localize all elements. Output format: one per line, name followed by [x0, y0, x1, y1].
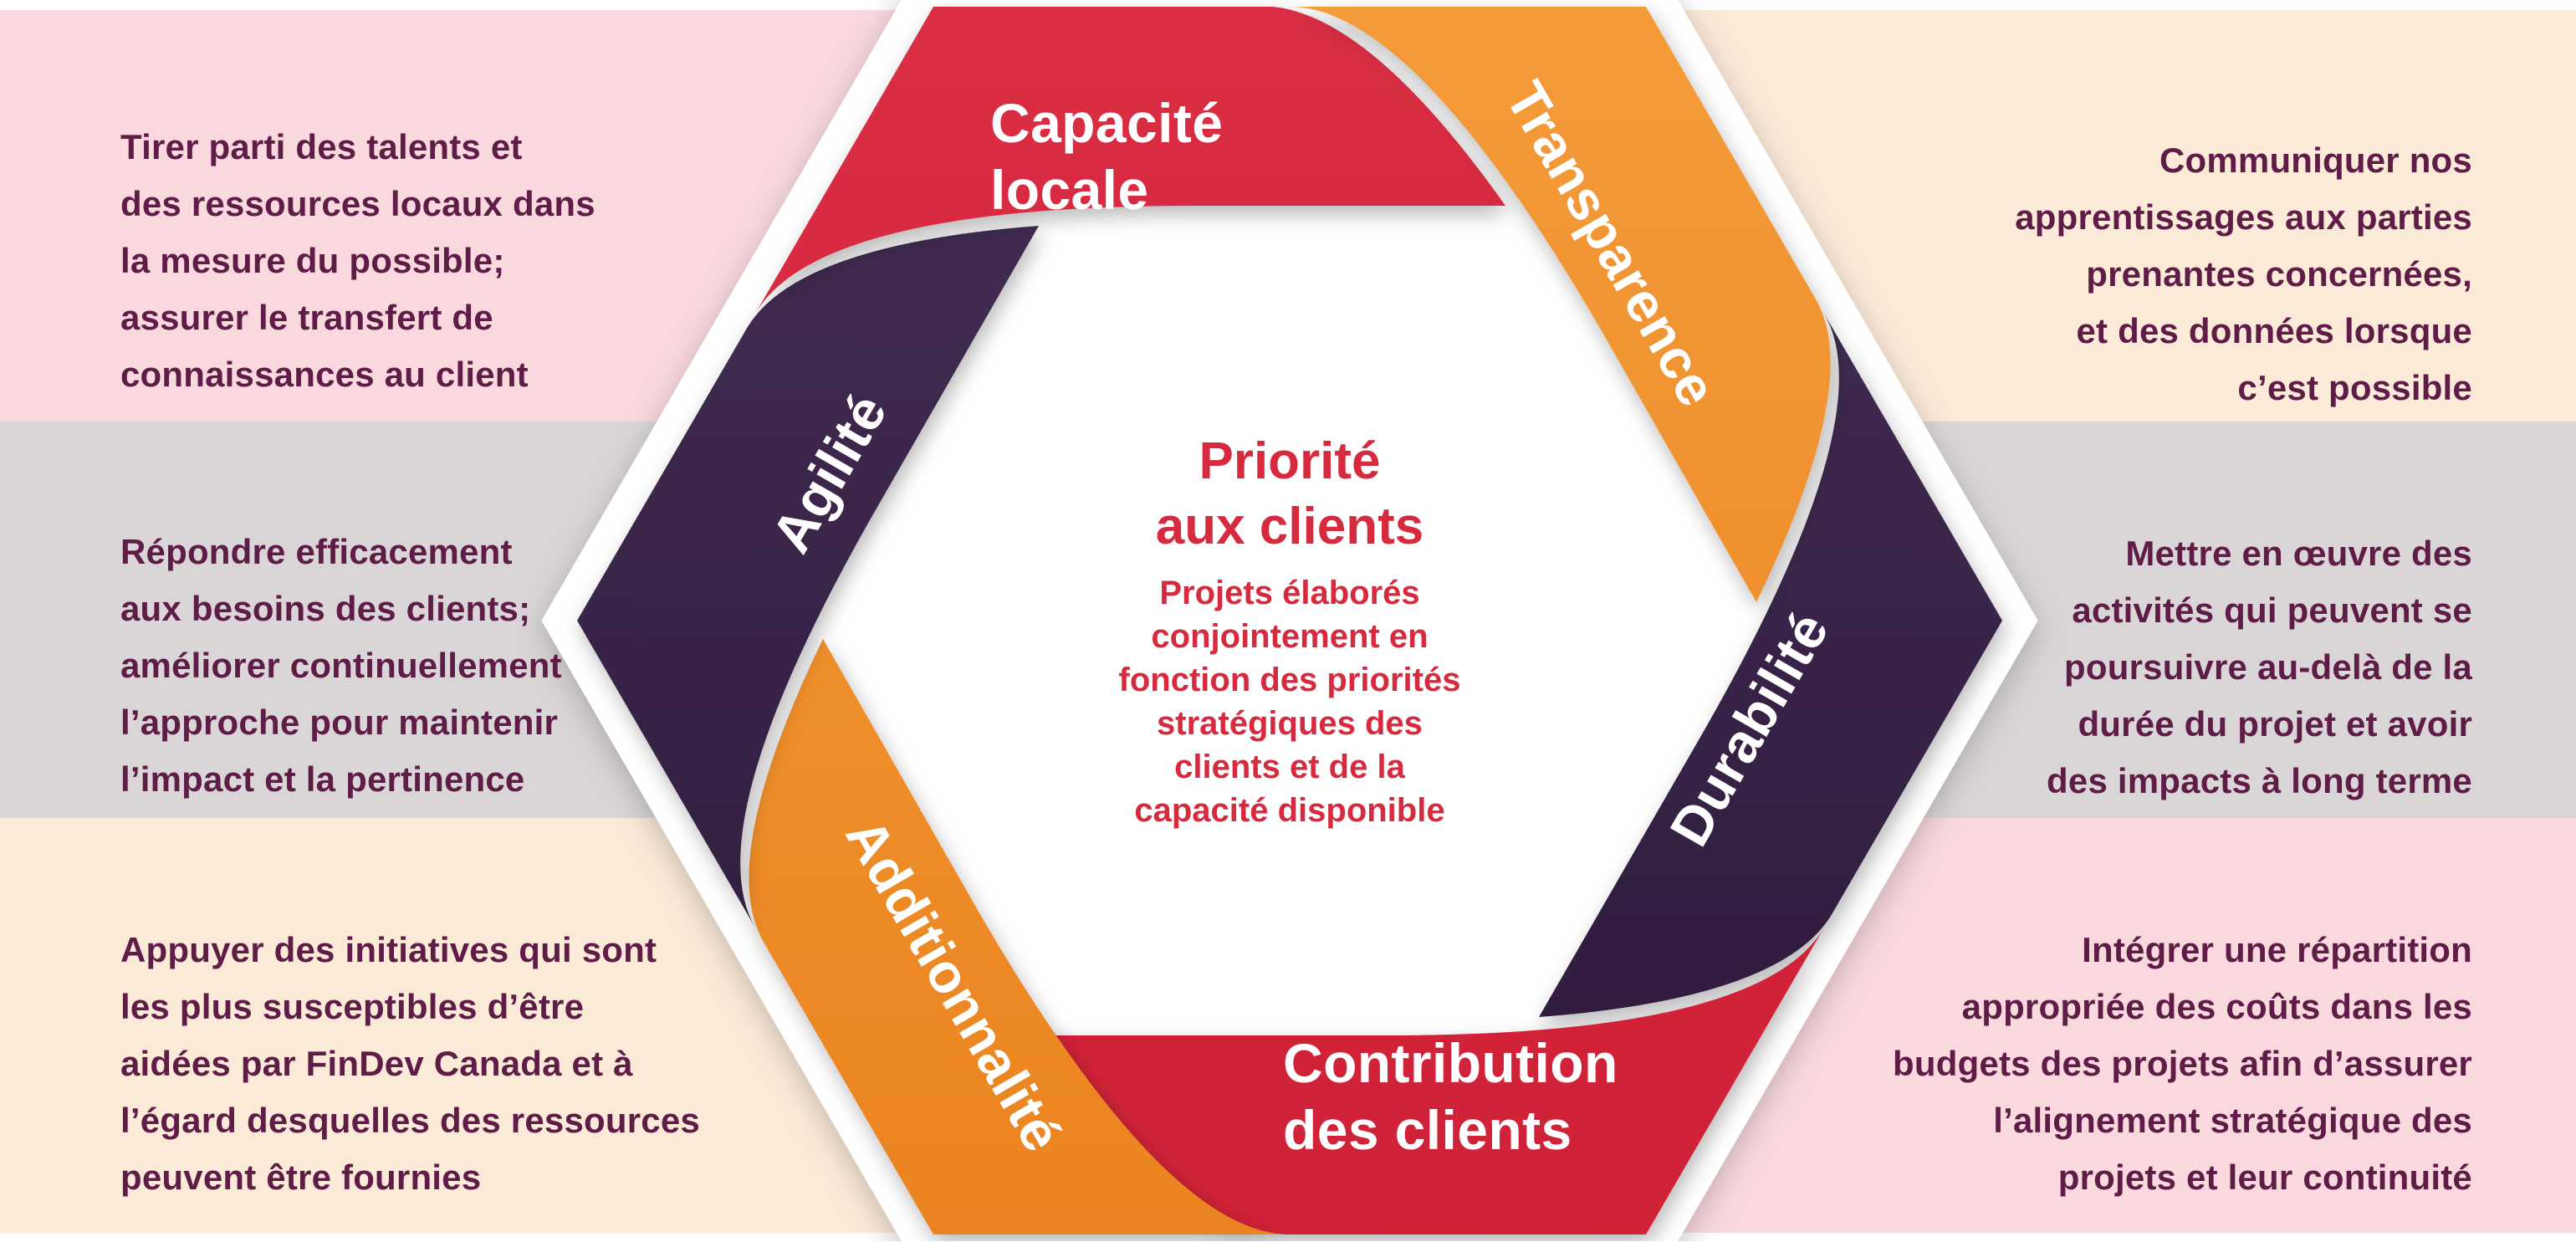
band-capacite-locale-shape — [755, 7, 1505, 314]
band-label-contribution-des-clients: Contribution des clients — [1283, 1032, 1618, 1161]
band-label-capacite-locale: Capacité locale — [990, 92, 1224, 221]
note-top-right: Communiquer nos apprentissages aux parti… — [2015, 142, 2472, 408]
note-middle-left: Répondre efficacement aux besoins des cl… — [120, 534, 562, 800]
band-transparence-shape — [1290, 7, 1831, 602]
center-title: Priorité aux clients — [1155, 432, 1424, 555]
note-bottom-right: Intégrer une répartition appropriée des … — [1893, 932, 2472, 1198]
center-description: Projets élaborés conjointement en foncti… — [1118, 575, 1461, 830]
band-contribution-des-clients-shape — [1039, 928, 1824, 1234]
note-top-left: Tirer parti des talents et des ressource… — [120, 129, 595, 395]
band-durabilite-shape — [1539, 314, 2002, 1017]
note-bottom-left: Appuyer des initiatives qui sont les plu… — [120, 932, 700, 1198]
note-middle-right: Mettre en œuvre des activités qui peuven… — [2047, 535, 2472, 801]
band-additionnalite-shape — [749, 639, 1290, 1234]
band-agilite-shape — [577, 226, 1039, 928]
